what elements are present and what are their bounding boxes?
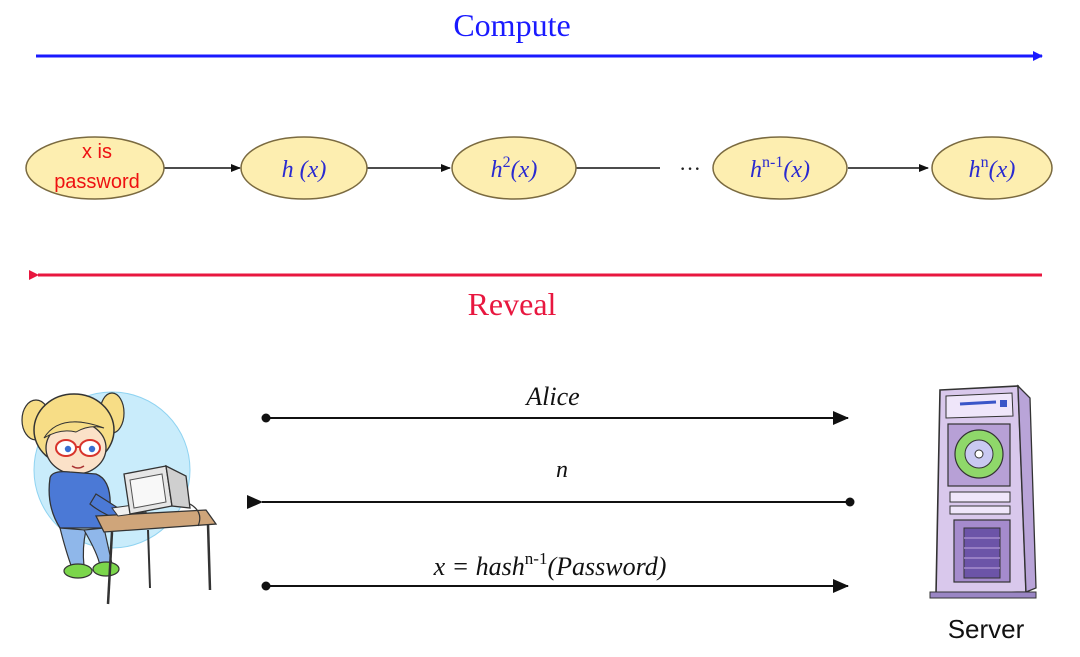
message-hash-prefix: x = hash — [433, 552, 525, 581]
message-hash-suffix: (Password) — [547, 552, 666, 581]
compute-label: Compute — [453, 7, 570, 43]
chain-node-sup: 2 — [503, 154, 511, 171]
message-alice-label: Alice — [524, 382, 579, 411]
chain-node-password: x is password — [25, 136, 165, 200]
message-hash: x = hashn-1(Password) — [261, 549, 849, 593]
chain-ellipsis: ··· — [679, 156, 701, 181]
svg-text:h2(x): h2(x) — [491, 154, 538, 183]
server-label: Server — [948, 614, 1025, 644]
chain-node-arg: (x) — [511, 157, 538, 183]
chain-node-arg: (x) — [300, 157, 327, 183]
chain-node-hn-1: hn-1(x) — [712, 136, 848, 200]
chain-node-sup: n-1 — [762, 154, 783, 171]
alice-illustration — [21, 391, 218, 605]
svg-text:x = hashn-1(Password): x = hashn-1(Password) — [433, 549, 667, 581]
chain-node-h2: h2(x) — [451, 136, 577, 200]
message-n-label: n — [556, 457, 568, 483]
chain-node-line2: password — [54, 171, 140, 193]
svg-text:h(x): h(x) — [282, 157, 327, 183]
chain-node-line1: x is — [82, 141, 112, 163]
chain-node-hn: hn(x) — [931, 136, 1053, 200]
chain-node-h1: h(x) — [240, 136, 368, 200]
chain-node-arg: (x) — [989, 157, 1016, 183]
reveal-label: Reveal — [468, 286, 557, 322]
server-illustration — [929, 384, 1037, 599]
chain-node-base: h — [491, 157, 503, 183]
protocol-messages: Alice n x = hashn-1(Password) — [247, 382, 855, 593]
chain-node-base: h — [282, 157, 294, 183]
chain-node-base: h — [750, 157, 762, 183]
message-hash-sup: n-1 — [525, 549, 548, 568]
svg-text:hn(x): hn(x) — [969, 154, 1016, 183]
chain-node-base: h — [969, 157, 981, 183]
chain-node-sup: n — [981, 154, 989, 171]
message-n: n — [247, 457, 855, 509]
svg-text:hn-1(x): hn-1(x) — [750, 154, 810, 183]
message-alice: Alice — [261, 382, 849, 425]
hash-chain: ··· x is password h(x) h2(x) hn-1(x) — [25, 136, 1053, 200]
chain-node-arg: (x) — [783, 157, 810, 183]
